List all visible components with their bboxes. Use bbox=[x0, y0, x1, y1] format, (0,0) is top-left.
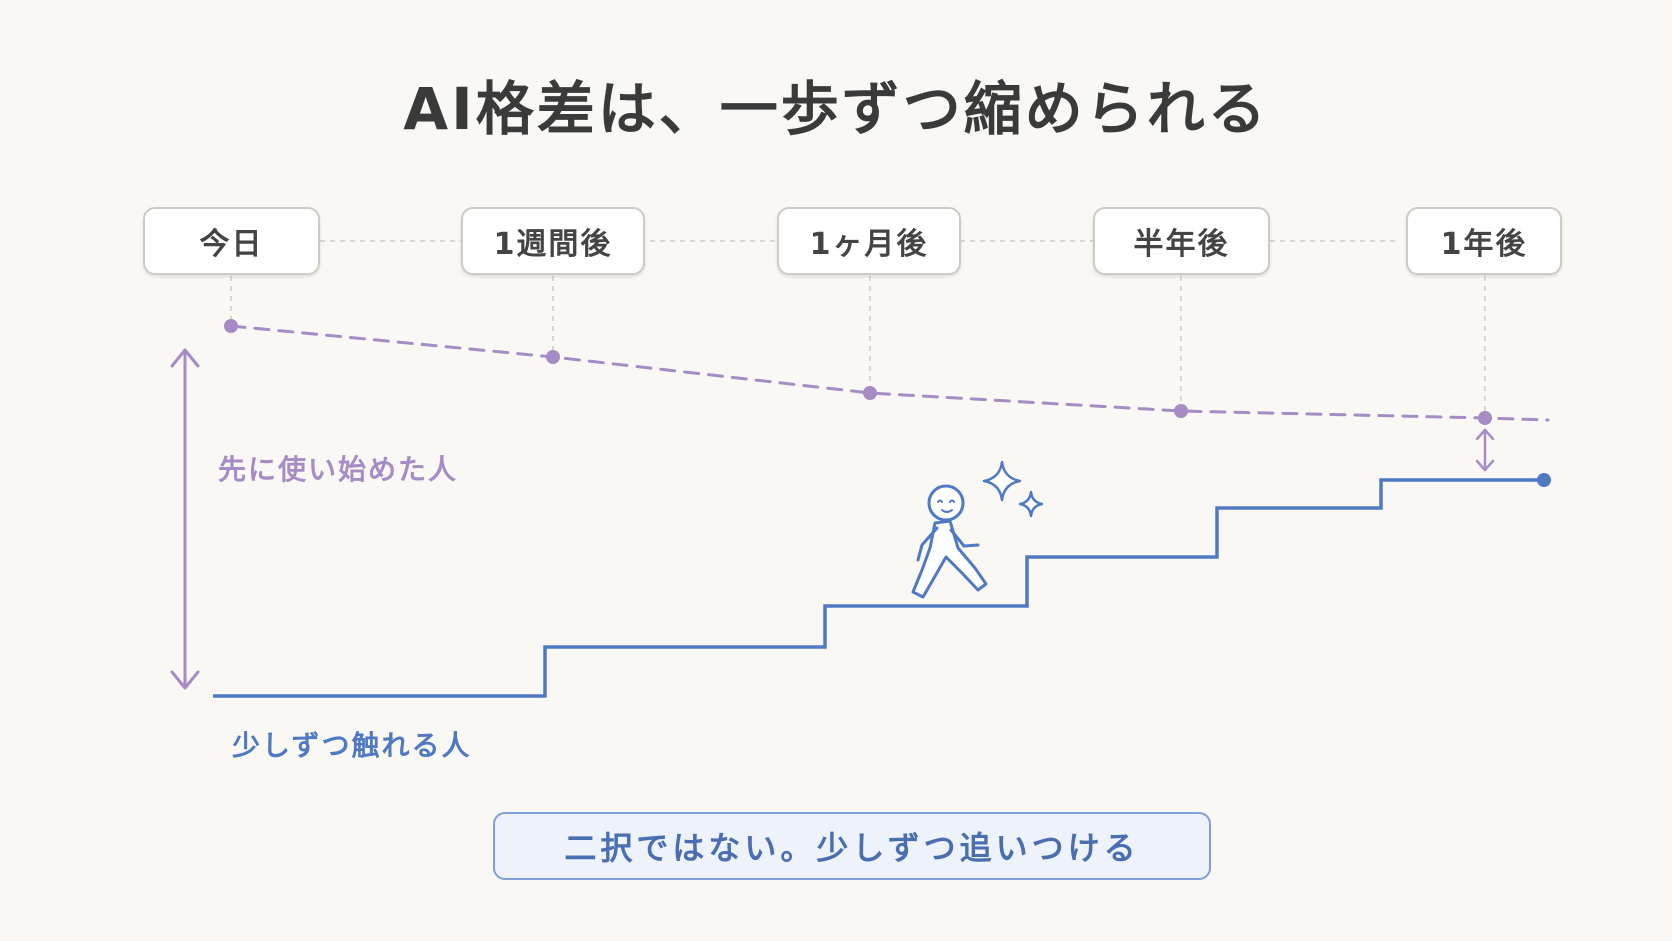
final-gap-arrow bbox=[1475, 428, 1495, 472]
milestone-1-year: 1年後 bbox=[1406, 207, 1562, 275]
milestone-today: 今日 bbox=[143, 207, 320, 275]
leader-point-week bbox=[546, 350, 560, 364]
leader-point-halfyear bbox=[1174, 404, 1188, 418]
walking-person-icon bbox=[911, 484, 988, 599]
milestone-1-week: 1週間後 bbox=[461, 207, 645, 275]
sparkle-icon bbox=[982, 460, 1044, 518]
initial-gap-arrow bbox=[170, 348, 200, 690]
milestone-half-year: 半年後 bbox=[1093, 207, 1270, 275]
leader-line bbox=[229, 324, 1550, 422]
follower-staircase bbox=[213, 478, 1543, 698]
follower-label: 少しずつ触れる人 bbox=[232, 729, 472, 762]
message-box: 二択ではない。少しずつ追いつける bbox=[493, 812, 1211, 880]
page-title: AI格差は、一歩ずつ縮められる bbox=[403, 75, 1269, 143]
leader-point-today bbox=[224, 319, 238, 333]
follower-endpoint bbox=[1537, 473, 1551, 487]
leader-label: 先に使い始めた人 bbox=[218, 453, 459, 486]
leader-points bbox=[224, 319, 1492, 425]
milestone-drop-lines bbox=[230, 276, 1486, 418]
leader-point-month bbox=[863, 386, 877, 400]
leader-point-year bbox=[1478, 411, 1492, 425]
milestone-1-month: 1ヶ月後 bbox=[777, 207, 961, 275]
